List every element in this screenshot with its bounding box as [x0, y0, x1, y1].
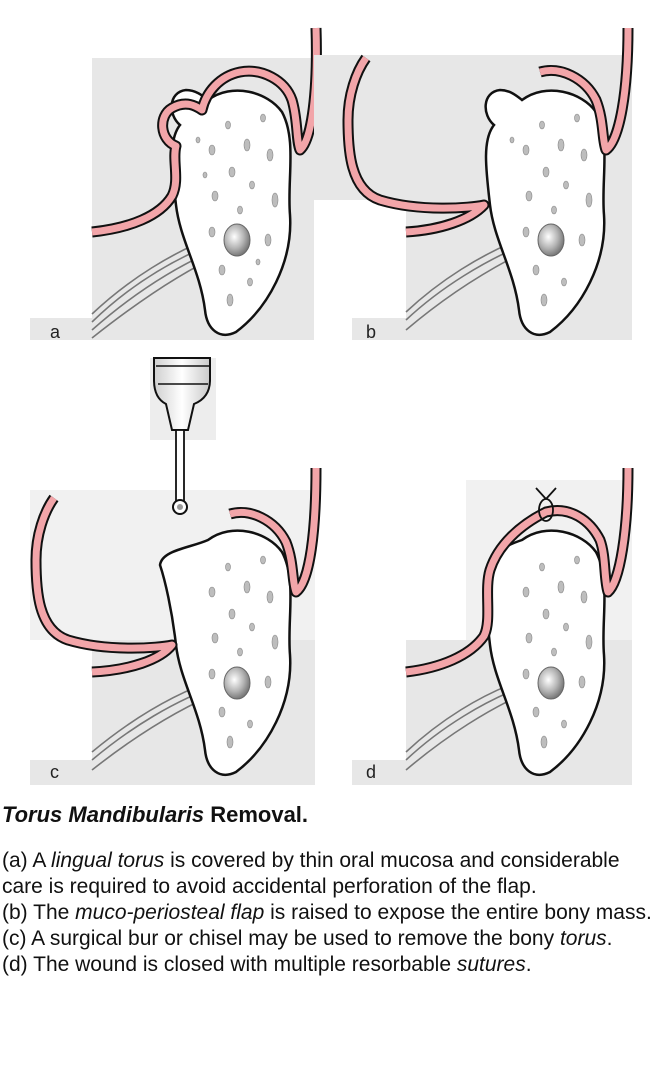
- caption-step-d-text: (d) The wound is closed with multiple re…: [2, 953, 457, 976]
- caption-step-b-rest: is raised to expose the entire bony mass…: [264, 901, 652, 924]
- caption-step-c-text: (c) A surgical bur or chisel may be used…: [2, 927, 560, 950]
- panel-a-canal: [223, 223, 251, 257]
- caption-step-a-term: lingual torus: [51, 849, 165, 872]
- panel-c: [30, 357, 322, 785]
- caption-step-d-rest: .: [525, 953, 532, 976]
- figure-illustration: [30, 27, 634, 785]
- panel-c-surgical-bur: [150, 357, 216, 515]
- panel-a-pores: [195, 113, 279, 307]
- panel-label-c: c: [50, 762, 59, 782]
- caption-step-c-rest: .: [606, 927, 613, 950]
- caption-title-rest: Removal.: [204, 802, 309, 827]
- panel-b: [314, 27, 634, 340]
- panel-c-canal: [223, 666, 251, 700]
- figure-caption: Torus Mandibularis Removal. (a) A lingua…: [2, 800, 652, 978]
- panel-label-a: a: [50, 322, 61, 342]
- panel-d: [352, 467, 634, 785]
- panel-d-suture: [535, 487, 557, 522]
- caption-step-a-text: (a) A: [2, 849, 52, 872]
- caption-step-d-term: sutures: [456, 953, 526, 976]
- panel-d-canal: [537, 666, 565, 700]
- caption-step-b-text: (b) The: [2, 901, 76, 924]
- panel-d-pores: [522, 555, 593, 749]
- caption-title: Torus Mandibularis Removal.: [2, 800, 652, 830]
- caption-step-c-term: torus: [559, 927, 607, 950]
- panel-b-pores: [509, 113, 593, 307]
- panel-label-d: d: [366, 762, 377, 782]
- panel-label-b: b: [366, 322, 377, 342]
- caption-step-c: (c) A surgical bur or chisel may be used…: [2, 926, 652, 952]
- panel-b-canal: [537, 223, 565, 257]
- caption-step-a-rest: is covered by thin oral mucosa and consi…: [2, 849, 620, 898]
- caption-step-b-term: muco-periosteal flap: [75, 901, 265, 924]
- panel-c-pores: [208, 555, 279, 749]
- torus-removal-figure: a b c d: [30, 27, 634, 785]
- caption-title-italic: Torus Mandibularis: [2, 802, 205, 827]
- caption-step-a: (a) A lingual torus is covered by thin o…: [2, 848, 652, 900]
- caption-step-d: (d) The wound is closed with multiple re…: [2, 952, 652, 978]
- caption-step-b: (b) The muco-periosteal flap is raised t…: [2, 900, 652, 926]
- panel-a: [30, 27, 322, 340]
